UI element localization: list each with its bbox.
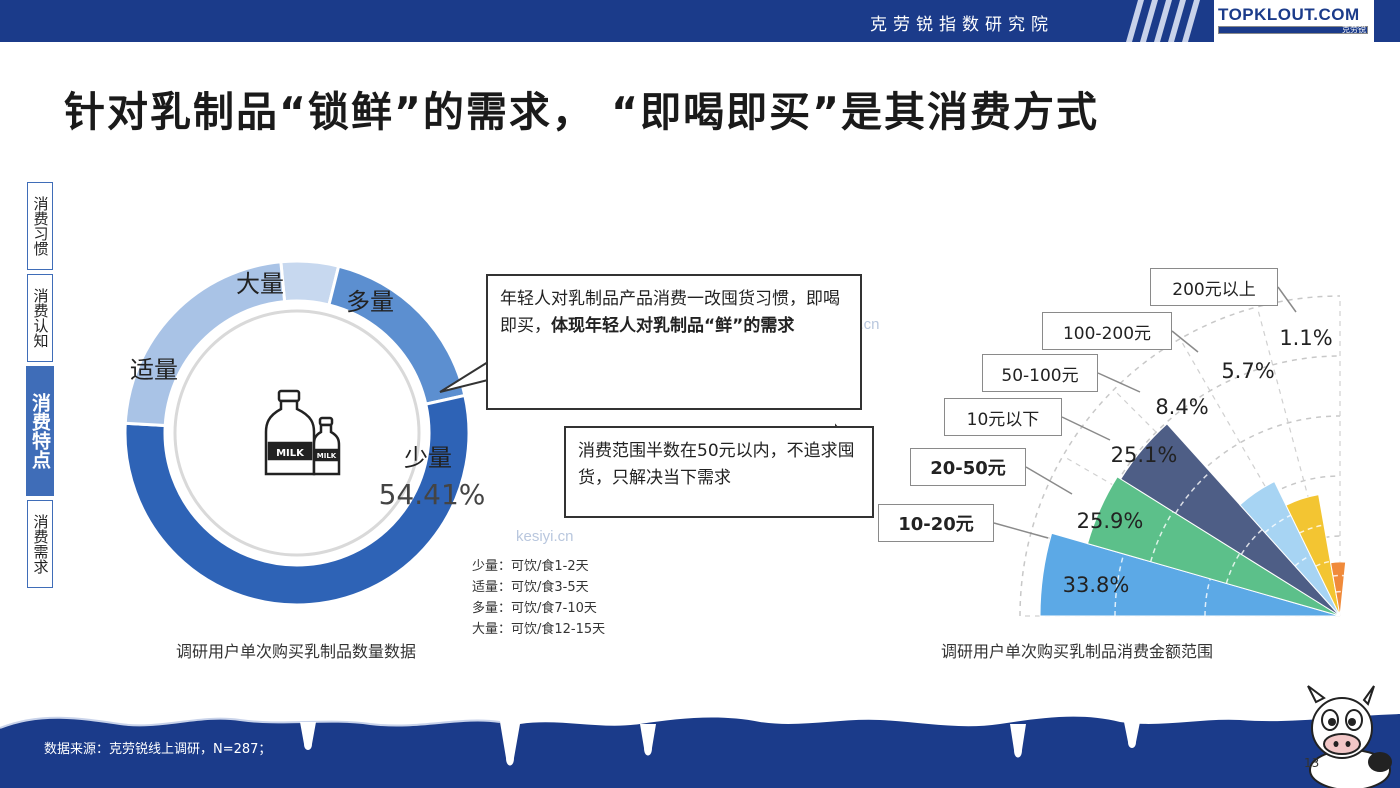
category-tag-200-plus: 200元以上 — [1150, 268, 1278, 306]
legend-item: 大量：可饮/食12-15天 — [472, 622, 606, 637]
category-tag-under-10: 10元以下 — [944, 398, 1062, 436]
rose-sector-1 — [1086, 476, 1341, 617]
rose-value-label: 25.9% — [1077, 509, 1144, 533]
sidenav-item-habits[interactable]: 消费习惯 — [27, 182, 53, 270]
caption-spending-chart: 调研用户单次购买乳制品消费金额范围 — [941, 642, 1214, 661]
sidenav-item-features[interactable]: 消费特点 — [26, 366, 54, 496]
caption-quantity-chart: 调研用户单次购买乳制品数量数据 — [176, 642, 417, 661]
callout-young-consumers: 年轻人对乳制品产品消费一改囤货习惯，即喝即买，体现年轻人对乳制品“鲜”的需求 — [486, 274, 862, 410]
callout-spending-range: 消费范围半数在50元以内，不追求囤货，只解决当下需求 — [564, 426, 874, 518]
donut-category-label: 多量 — [346, 288, 394, 316]
donut-slice-0 — [123, 393, 471, 607]
donut-category-label: 少量 — [404, 444, 452, 472]
rose-value-label: 8.4% — [1155, 395, 1208, 419]
donut-inner-ring — [173, 309, 421, 557]
rose-leader-line — [1097, 372, 1141, 393]
category-tag-50-100: 50-100元 — [982, 354, 1098, 392]
cow-mascot-icon — [1307, 685, 1392, 788]
page-title: 针对乳制品“锁鲜”的需求， “即喝即买”是其消费方式 — [64, 88, 1100, 136]
rose-sector-2 — [1120, 423, 1341, 617]
milk-label-large: MILK — [276, 448, 305, 459]
rose-value-label: 1.1% — [1279, 326, 1332, 350]
rose-leader-line — [1171, 330, 1199, 353]
donut-slice-1 — [123, 260, 287, 428]
rose-sector-4 — [1285, 494, 1341, 617]
side-navigation: 消费习惯 消费认知 消费特点 消费需求 — [26, 182, 54, 592]
institute-name: 克劳锐指数研究院 — [870, 15, 1054, 35]
donut-value-label: 54.41% — [379, 478, 486, 511]
watermark: kesiyi.cn — [516, 528, 574, 545]
rose-value-label: 33.8% — [1063, 573, 1130, 597]
legend-item: 多量：可饮/食7-10天 — [472, 601, 597, 616]
sidenav-item-demand[interactable]: 消费需求 — [27, 500, 53, 588]
rose-leader-line — [1061, 416, 1111, 441]
rose-leader-line — [1025, 466, 1073, 495]
header-stripes-decoration — [1126, 0, 1200, 42]
rose-grid-arc — [1019, 295, 1341, 617]
data-source: 数据来源：克劳锐线上调研，N=287； — [44, 742, 272, 757]
donut-category-label: 适量 — [130, 356, 178, 384]
header-bar: 克劳锐指数研究院 TOPKLOUT.COM 克劳锐 — [0, 0, 1400, 42]
category-tag-20-50: 20-50元 — [910, 448, 1026, 486]
rose-leader-line — [1277, 286, 1297, 313]
milk-bottle-icon: MILK MILK — [264, 389, 341, 476]
category-tag-100-200: 100-200元 — [1042, 312, 1172, 350]
milk-label-small: MILK — [317, 452, 337, 460]
rose-value-label: 25.1% — [1111, 443, 1178, 467]
rose-sector-3 — [1239, 480, 1341, 617]
topklout-logo: TOPKLOUT.COM 克劳锐 — [1214, 0, 1374, 42]
rose-grid-arc — [1079, 355, 1341, 617]
sidenav-item-cognition[interactable]: 消费认知 — [27, 274, 53, 362]
rose-sector-0 — [1039, 532, 1341, 617]
page-number: 13 — [1304, 756, 1320, 770]
legend-item: 适量：可饮/食3-5天 — [472, 580, 589, 595]
donut-category-label: 大量 — [236, 270, 284, 298]
rose-leader-line — [993, 522, 1049, 539]
legend-item: 少量：可饮/食1-2天 — [472, 559, 589, 574]
rose-value-label: 5.7% — [1221, 359, 1274, 383]
quantity-legend: 少量：可饮/食1-2天 适量：可饮/食3-5天 多量：可饮/食7-10天 大量：… — [472, 556, 605, 640]
footer-milk-wave — [0, 714, 1400, 788]
category-tag-10-20: 10-20元 — [878, 504, 994, 542]
